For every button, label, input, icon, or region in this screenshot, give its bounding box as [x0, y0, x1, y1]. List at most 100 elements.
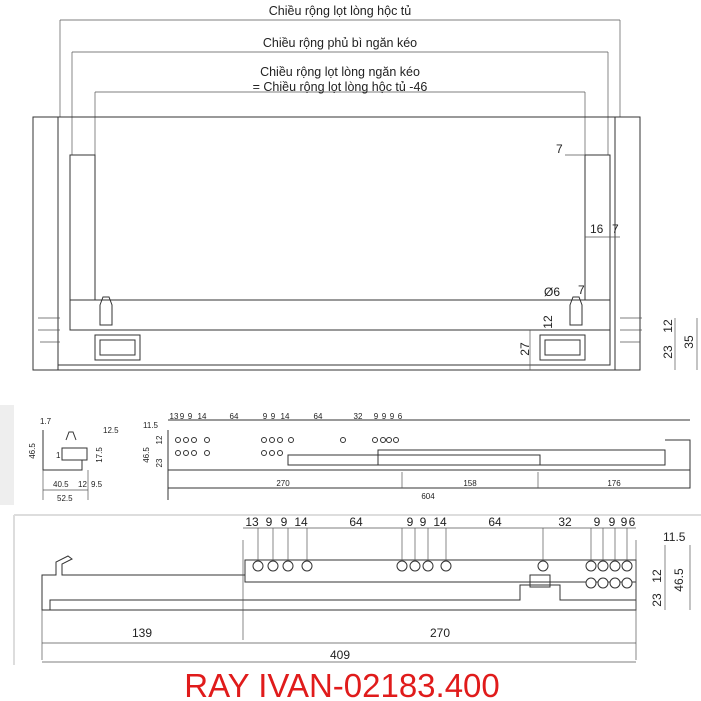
- mounting-hole: [204, 450, 210, 456]
- hole-spacing-label: 32: [354, 412, 363, 421]
- dim-46-5: 46.5: [28, 443, 37, 459]
- mounting-hole: [288, 437, 294, 443]
- mounting-hole: [393, 437, 399, 443]
- drawer-overlay-width-label: Chiều rộng phủ bì ngăn kéo: [263, 36, 417, 50]
- dim-139: 139: [132, 626, 152, 640]
- hole-spacing-label: 9: [390, 412, 395, 421]
- dim-12-5: 12.5: [103, 426, 119, 435]
- hole-spacing-label: 14: [433, 515, 447, 529]
- mounting-hole: [175, 437, 181, 443]
- right-rail-profile: [539, 334, 586, 361]
- dim-40-5: 40.5: [53, 480, 69, 489]
- dim-7-pin: 7: [578, 283, 585, 297]
- dim-46-5: 46.5: [672, 568, 686, 592]
- hole-spacing-label: 9: [188, 412, 193, 421]
- mounting-hole: [609, 577, 621, 589]
- mounting-hole: [252, 560, 264, 572]
- dim-11-5: 11.5: [663, 530, 686, 544]
- hole-spacing-label: 9: [621, 515, 628, 529]
- drawer-left-panel: [69, 154, 96, 301]
- mounting-hole: [386, 437, 392, 443]
- dim-270: 270: [430, 626, 450, 640]
- dim-diameter-6: Ø6: [544, 285, 560, 299]
- left-rail-profile: [94, 334, 141, 361]
- product-title: RAY IVAN-02183.400: [184, 667, 500, 701]
- dim-12: 12: [155, 435, 164, 444]
- mounting-hole: [282, 560, 294, 572]
- hole-spacing-label: 13: [170, 412, 179, 421]
- dim-46-5: 46.5: [142, 447, 151, 463]
- mounting-hole: [301, 560, 313, 572]
- dim-1: 1: [56, 451, 61, 460]
- hole-spacing-label: 64: [488, 515, 502, 529]
- mounting-hole: [440, 560, 452, 572]
- dim-409: 409: [330, 648, 350, 662]
- hole-spacing-label: 13: [245, 515, 259, 529]
- mounting-hole: [396, 560, 408, 572]
- hole-spacing-label: 32: [558, 515, 572, 529]
- dim-1-7: 1.7: [40, 417, 52, 426]
- mounting-hole: [191, 450, 197, 456]
- mounting-hole: [380, 437, 386, 443]
- hole-spacing-label: 14: [281, 412, 290, 421]
- dim-12-right: 12: [661, 319, 675, 333]
- mounting-hole: [183, 450, 189, 456]
- mounting-hole: [585, 560, 597, 572]
- drawer-inner-width-formula: = Chiều rộng lọt lòng hộc tủ -46: [253, 80, 428, 94]
- dim-12: 12: [78, 480, 87, 489]
- hole-spacing-label: 14: [198, 412, 207, 421]
- dim-23: 23: [155, 458, 164, 467]
- hole-spacing-label: 64: [349, 515, 363, 529]
- mounting-hole: [621, 560, 633, 572]
- mounting-hole: [277, 450, 283, 456]
- mounting-hole: [585, 577, 597, 589]
- hole-spacing-label: 9: [594, 515, 601, 529]
- hole-spacing-label: 9: [609, 515, 616, 529]
- mounting-hole: [422, 560, 434, 572]
- mounting-hole: [277, 437, 283, 443]
- cabinet-outline: [32, 116, 641, 371]
- drawer-inner-width-label: Chiều rộng lọt lòng ngăn kéo: [260, 65, 420, 79]
- profile-view: 1.7 46.5 12.5 1 17.5 40.5 12 9.5 52.5: [28, 417, 119, 503]
- mounting-hole: [267, 560, 279, 572]
- dim-16: 16: [590, 222, 604, 236]
- mounting-hole: [175, 450, 181, 456]
- cabinet-inner-width-label: Chiều rộng lọt lòng hộc tủ: [269, 4, 412, 18]
- dim-270: 270: [276, 479, 290, 488]
- hole-spacing-label: 64: [314, 412, 323, 421]
- dim-35: 35: [682, 335, 696, 349]
- dim-52-5: 52.5: [57, 494, 73, 503]
- mounting-hole: [183, 437, 189, 443]
- hole-spacing-label: 9: [407, 515, 414, 529]
- dim-7-top: 7: [556, 142, 563, 156]
- dim-17-5: 17.5: [95, 447, 104, 463]
- hole-spacing-label: 9: [374, 412, 379, 421]
- mounting-hole: [597, 560, 609, 572]
- dim-12: 12: [650, 569, 664, 583]
- mounting-hole: [597, 577, 609, 589]
- dim-176: 176: [607, 479, 621, 488]
- mounting-hole: [261, 437, 267, 443]
- mounting-hole: [537, 560, 549, 572]
- dim-23: 23: [661, 345, 675, 359]
- hole-spacing-label: 9: [266, 515, 273, 529]
- dim-12-left: 12: [541, 315, 555, 329]
- mounting-hole: [340, 437, 346, 443]
- front-view: Chiều rộng lọt lòng hộc tủ Chiều rộng ph…: [32, 4, 698, 371]
- dim-9-5: 9.5: [91, 480, 103, 489]
- mounting-hole: [269, 437, 275, 443]
- hole-spacing-label: 9: [382, 412, 387, 421]
- hole-spacing-label: 9: [180, 412, 185, 421]
- hole-spacing-label: 6: [629, 515, 636, 529]
- hole-spacing-label: 14: [294, 515, 308, 529]
- hole-spacing-label: 6: [398, 412, 403, 421]
- dim-11-5: 11.5: [143, 421, 159, 430]
- mounting-hole: [621, 577, 633, 589]
- drawer-bottom: [69, 299, 611, 331]
- hole-spacing-label: 9: [271, 412, 276, 421]
- mounting-hole: [269, 450, 275, 456]
- dim-27: 27: [518, 342, 532, 356]
- mounting-hole: [609, 560, 621, 572]
